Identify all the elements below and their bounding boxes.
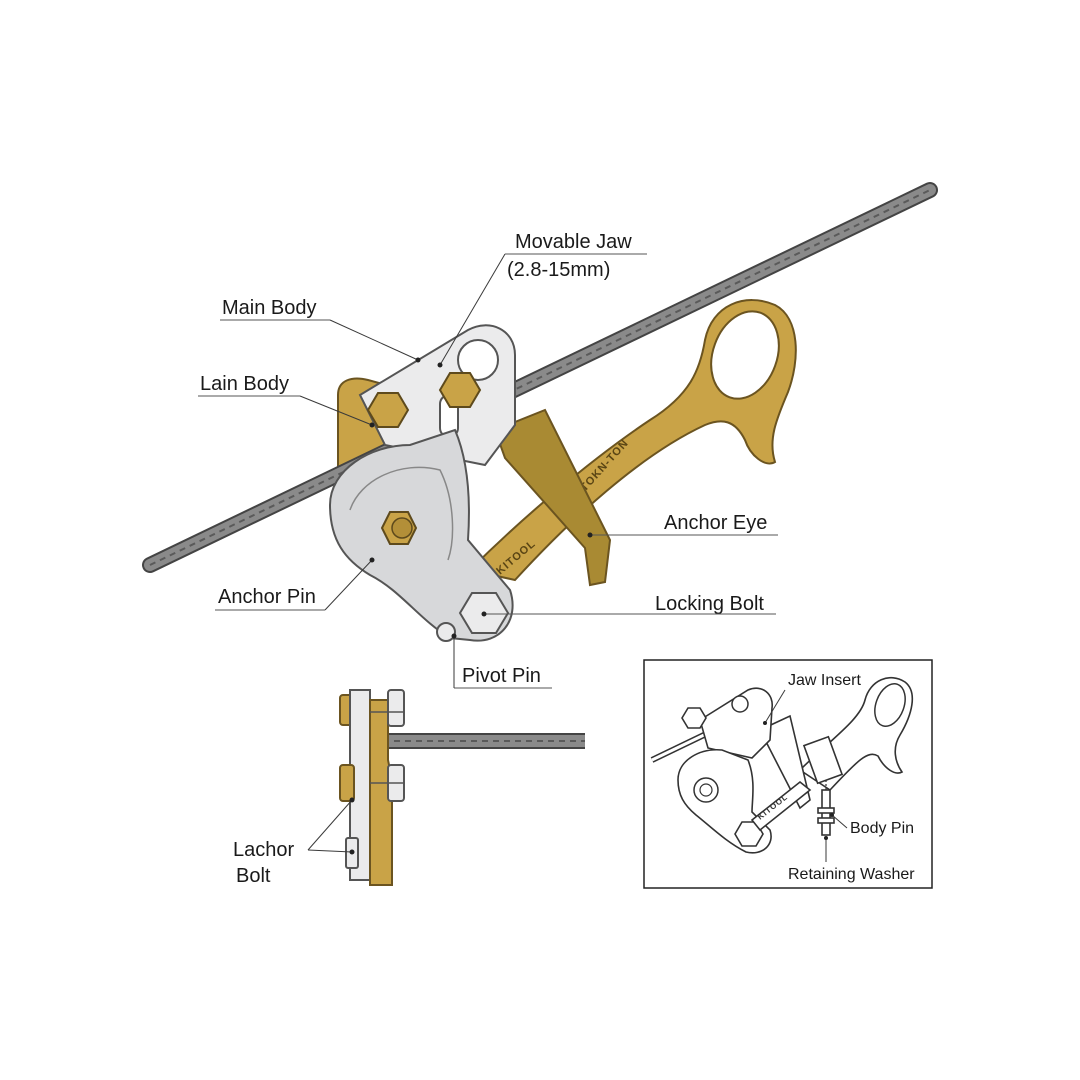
main-assembly: TOKN-TON KITOOL [142, 182, 938, 642]
nut-right [438, 372, 482, 408]
main-callouts: Movable Jaw (2.8-15mm) Main Body Lain Bo… [198, 231, 778, 689]
label-movable-jaw-range: (2.8-15mm) [507, 259, 610, 281]
label-movable-jaw: Movable Jaw [515, 231, 632, 253]
label-main-body: Main Body [222, 297, 317, 319]
label-body-pin: Body Pin [850, 820, 914, 837]
label-locking-bolt: Locking Bolt [655, 593, 764, 615]
label-retaining-washer: Retaining Washer [788, 866, 915, 883]
label-lachor-bolt: Bolt [236, 865, 271, 887]
label-jaw-insert: Jaw Insert [788, 672, 861, 689]
label-lain-body: Lain Body [200, 373, 289, 395]
cable [142, 182, 938, 573]
jaw-bar [493, 408, 612, 587]
side-view: Lachor Bolt [233, 689, 585, 887]
nut-left [366, 392, 410, 428]
label-anchor-eye: Anchor Eye [664, 512, 767, 534]
label-lachor: Lachor [233, 839, 294, 861]
label-anchor-pin: Anchor Pin [218, 586, 316, 608]
label-pivot-pin: Pivot Pin [462, 665, 541, 687]
movable-jaw-plate [358, 324, 516, 467]
exploded-inset: KITOOL Jaw Insert Body Pin Retaining Was… [643, 659, 933, 889]
pivot-pin-head [436, 622, 456, 642]
